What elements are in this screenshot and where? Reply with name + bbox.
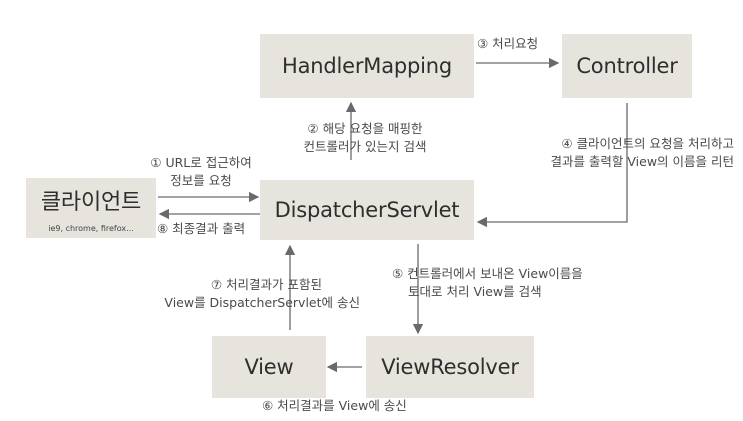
step-2-label: ② 해당 요청을 매핑한 컨트롤러가 있는지 검색 xyxy=(303,121,427,154)
step-3-label: ③ 처리요청 xyxy=(477,36,539,51)
view-resolver-box: ViewResolver xyxy=(366,336,534,398)
view-label: View xyxy=(244,355,294,379)
step-5-label: ⑤ 컨트롤러에서 보내온 View이름을 토대로 처리 View를 검색 xyxy=(392,266,583,299)
controller-box: Controller xyxy=(562,34,692,98)
view-box: View xyxy=(212,336,326,398)
step-6-label: ⑥ 처리결과를 View에 송신 xyxy=(262,398,407,413)
client-box: 클라이언트 ie9, chrome, firefox... xyxy=(26,178,156,238)
handler-mapping-box: HandlerMapping xyxy=(260,34,474,98)
controller-label: Controller xyxy=(576,54,678,78)
step-1-label: ① URL로 접근하여 정보를 요청 xyxy=(150,155,252,188)
arrow-return-view-name xyxy=(476,103,628,228)
dispatcher-servlet-box: DispatcherServlet xyxy=(260,180,474,240)
step-8-label: ⑧ 최종결과 출력 xyxy=(157,221,246,236)
handler-mapping-label: HandlerMapping xyxy=(281,54,452,78)
step-4-label: ④ 클라이언트의 요청을 처리하고 결과를 출력할 View의 이름을 리턴 xyxy=(550,136,734,169)
view-resolver-label: ViewResolver xyxy=(381,355,519,379)
step-7-label: ⑦ 처리결과가 포함된 View를 DispatcherServlet에 송신 xyxy=(164,277,360,310)
client-browsers: ie9, chrome, firefox... xyxy=(48,223,134,233)
dispatcher-servlet-label: DispatcherServlet xyxy=(274,198,460,222)
client-label: 클라이언트 xyxy=(40,189,142,215)
